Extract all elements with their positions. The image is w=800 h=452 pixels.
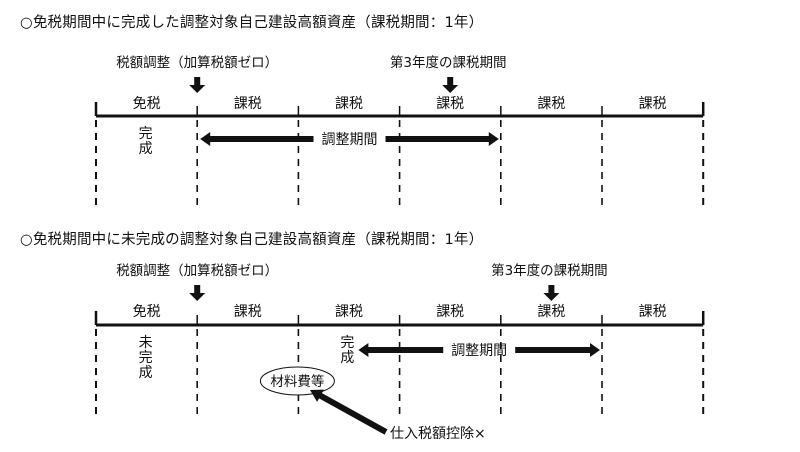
down-arrow-icon [189, 77, 206, 93]
adjustment-arrow-left [200, 132, 314, 146]
down-arrow-icon [189, 285, 206, 301]
period-label: 課税 [436, 96, 464, 112]
marker-completed: 完成 [340, 335, 354, 366]
callout-label: 税額調整（加算税額ゼロ） [116, 55, 278, 71]
diagram-1-title: ○免税期間中に完成した調整対象自己建設高額資産（課税期間：1年） [20, 15, 484, 31]
period-label: 課税 [234, 96, 262, 112]
down-arrow-icon [442, 77, 459, 93]
diagram-2-title: ○免税期間中に未完成の調整対象自己建設高額資産（課税期間：1年） [20, 232, 484, 248]
period-label: 課税 [234, 304, 262, 320]
period-label: 免税 [133, 304, 161, 320]
period-label: 免税 [133, 96, 161, 112]
input-tax-deduction-note: 仕入税額控除× [390, 426, 486, 442]
materials-label: 材料費等 [270, 373, 324, 390]
callout-label: 第3年度の課税期間 [390, 54, 507, 71]
period-label: 課税 [639, 96, 667, 112]
period-label: 課税 [537, 96, 565, 112]
input-tax-arrow [310, 389, 388, 435]
adjustment-period-label: 調整期間 [322, 132, 378, 148]
callout-label: 第3年度の課税期間 [491, 262, 608, 279]
adjustment-period-label: 調整期間 [451, 343, 507, 359]
adjustment-arrow-right [385, 132, 499, 146]
marker-completed: 完成 [139, 126, 153, 157]
down-arrow-icon [543, 285, 560, 301]
period-label: 課税 [639, 304, 667, 320]
adjustment-arrow-right [515, 343, 600, 357]
period-label: 課税 [335, 96, 363, 112]
period-label: 課税 [537, 304, 565, 320]
marker-incomplete: 未完成 [139, 335, 153, 381]
period-label: 課税 [436, 304, 464, 320]
callout-label: 税額調整（加算税額ゼロ） [116, 263, 278, 279]
adjustment-arrow-left [358, 343, 444, 357]
period-label: 課税 [335, 304, 363, 320]
materials-ellipse [259, 366, 335, 396]
